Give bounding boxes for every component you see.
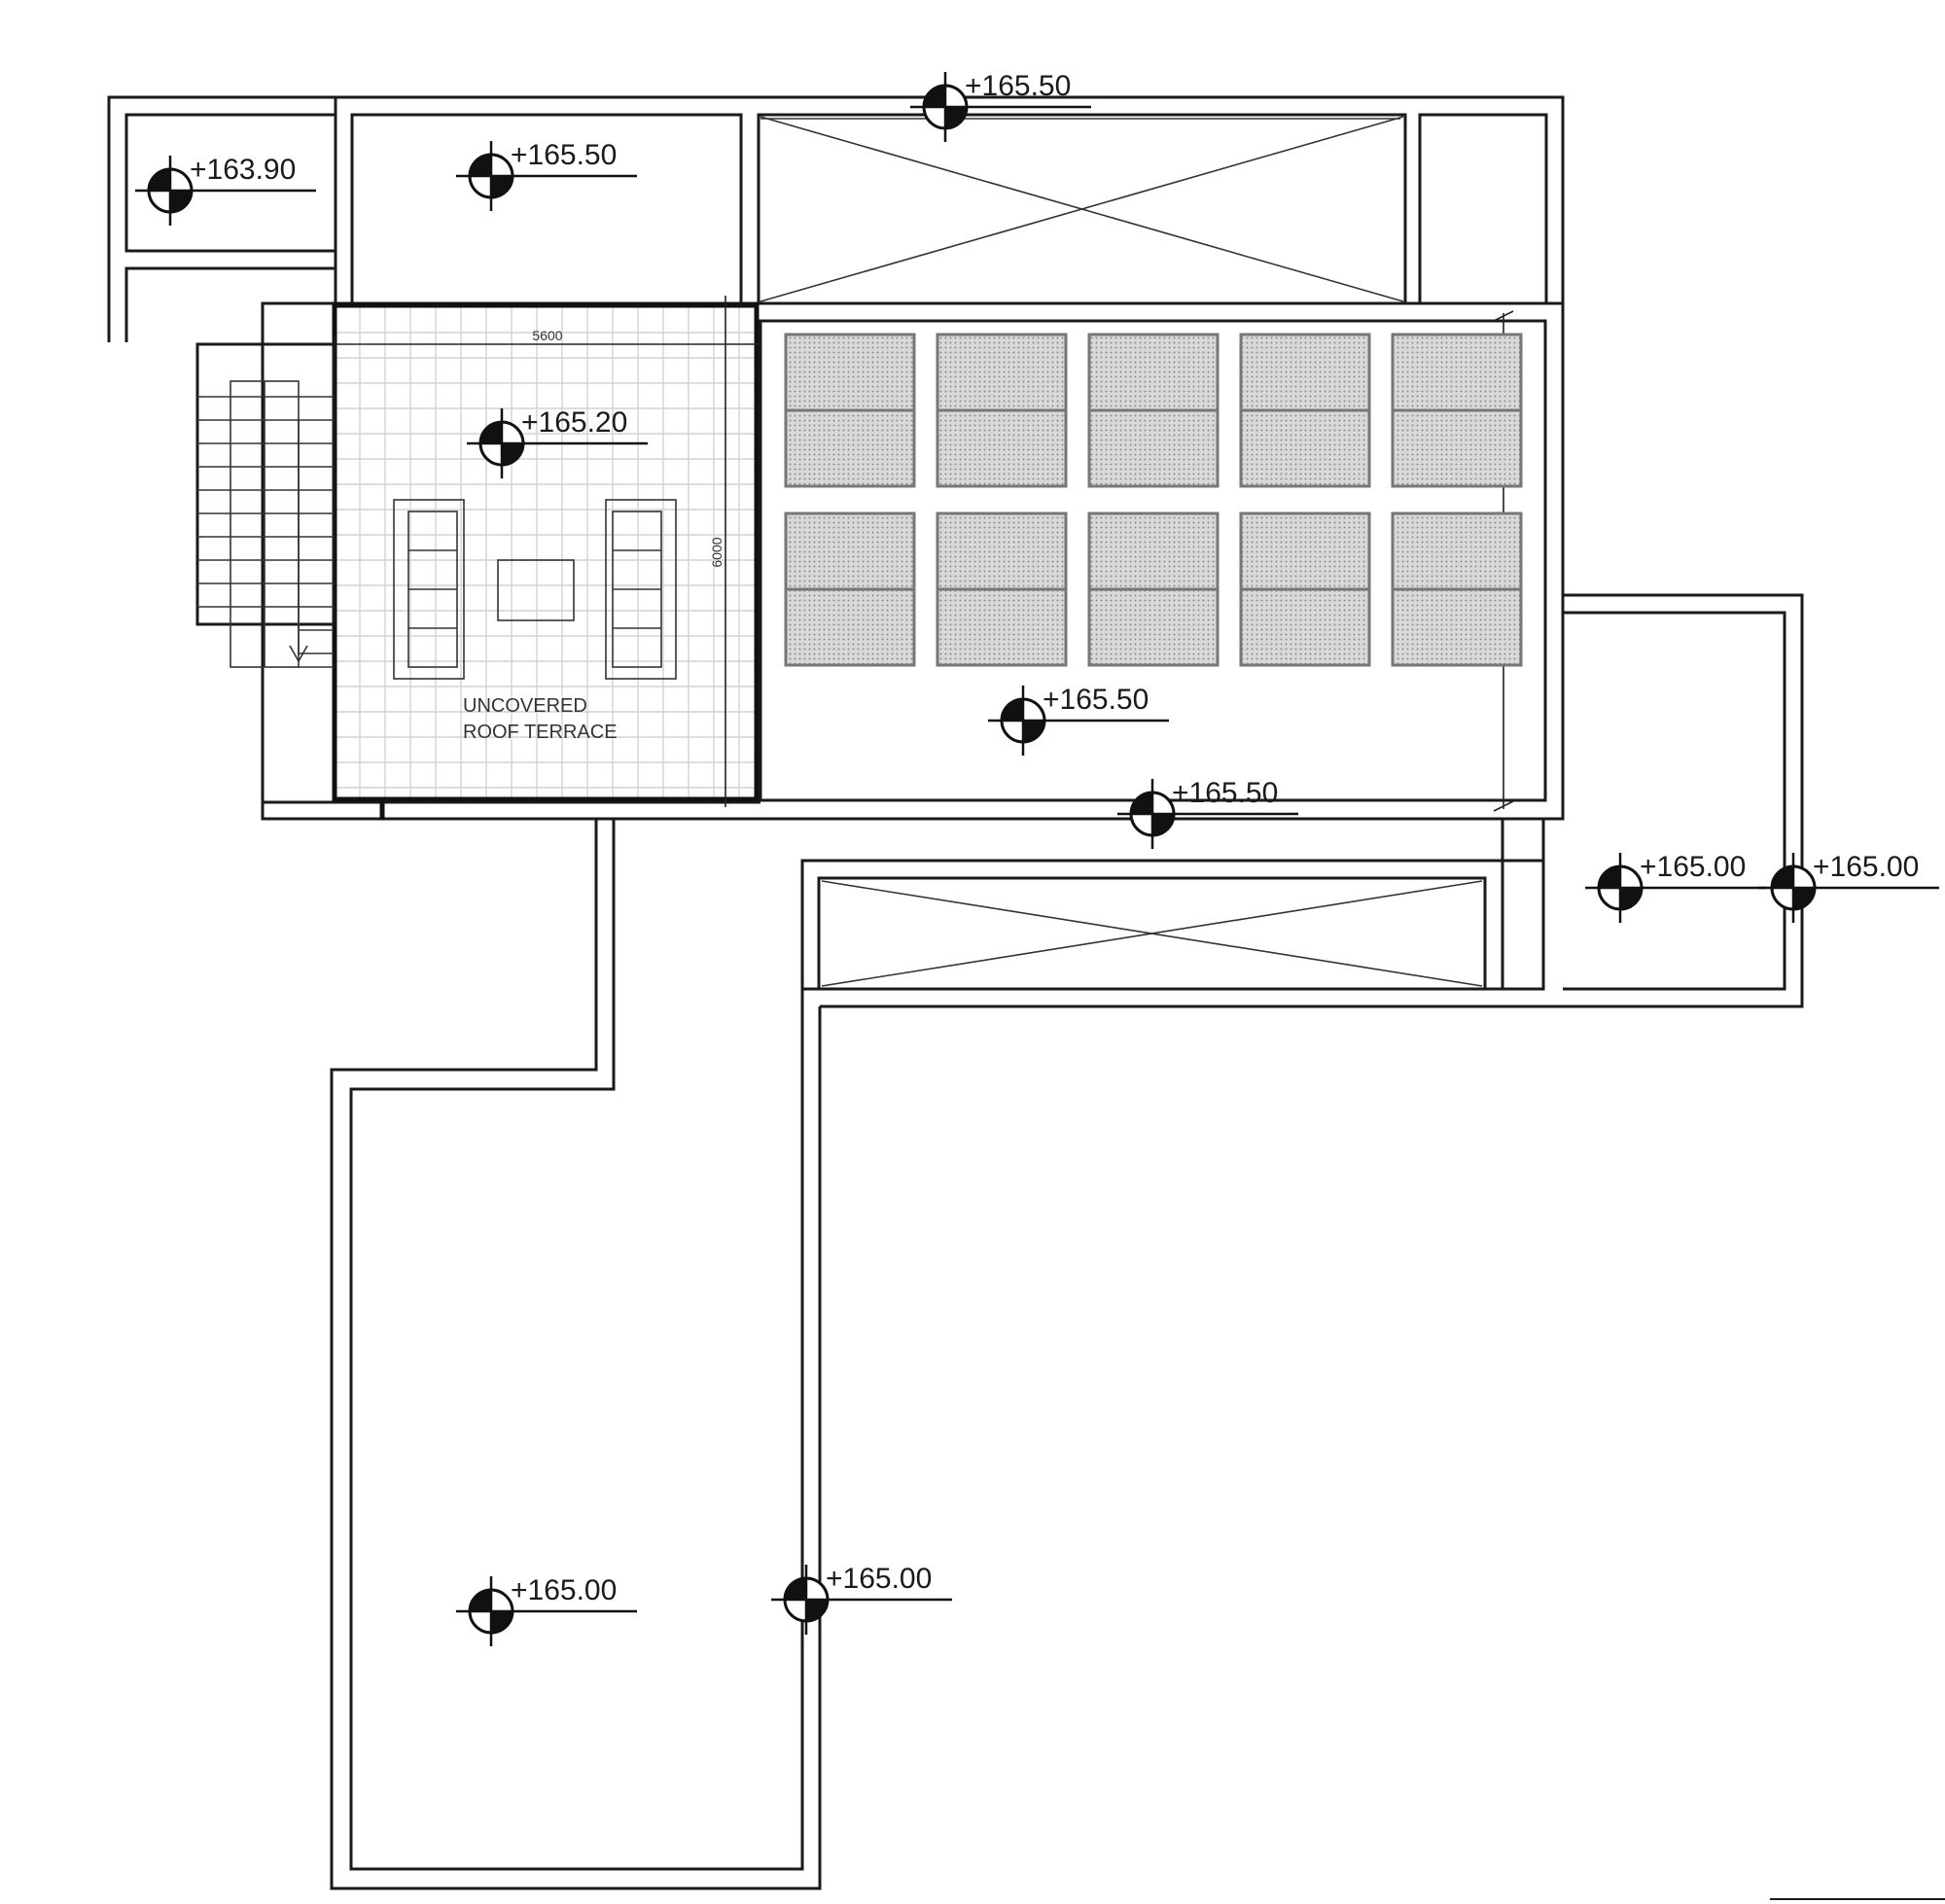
- level-marker: +163.90: [135, 154, 316, 226]
- terrace-label-line1: UNCOVERED: [463, 695, 587, 717]
- level-marker-quadrant: [1152, 814, 1174, 835]
- terrace-coffee-table: [497, 559, 575, 621]
- level-marker-quadrant: [491, 1611, 513, 1633]
- level-marker: +165.50: [456, 139, 637, 211]
- staircase: [195, 342, 336, 668]
- level-marker-quadrant: [1620, 888, 1642, 909]
- level-marker-quadrant: [806, 1600, 828, 1621]
- level-value-label: +165.00: [511, 1574, 617, 1606]
- level-value-label: +165.50: [965, 70, 1071, 102]
- level-value-label: +165.50: [1172, 777, 1278, 809]
- level-marker: +165.00: [456, 1574, 637, 1646]
- level-marker-quadrant: [924, 86, 945, 107]
- level-value-label: +165.00: [1640, 851, 1746, 883]
- level-value-label: +165.00: [1813, 851, 1919, 883]
- solar-panel-array: [784, 333, 1523, 667]
- level-marker-quadrant: [480, 422, 502, 443]
- level-marker-quadrant: [502, 443, 523, 465]
- level-marker-quadrant: [470, 155, 491, 176]
- level-value-label: +163.90: [190, 154, 296, 186]
- level-marker: +165.20: [467, 406, 648, 478]
- terrace-sofa-left: [393, 499, 465, 680]
- level-marker: +165.50: [988, 684, 1169, 756]
- level-marker-quadrant: [1002, 699, 1023, 721]
- level-marker-quadrant: [785, 1578, 806, 1600]
- lower-roof: [330, 820, 822, 1890]
- level-marker: +165.50: [1117, 777, 1298, 849]
- level-marker: +165.00: [771, 1563, 952, 1635]
- terrace-tile-grid: [335, 306, 757, 799]
- level-marker-quadrant: [1131, 793, 1152, 814]
- level-marker-quadrant: [491, 176, 513, 197]
- terrace-sofa-right: [605, 499, 677, 680]
- void-cross-top: [760, 116, 1404, 302]
- dimension-width: 5600: [334, 296, 759, 807]
- level-value-label: +165.50: [511, 139, 617, 171]
- level-marker-quadrant: [945, 107, 967, 128]
- level-value-label: +165.50: [1043, 684, 1149, 716]
- level-marker-quadrant: [1772, 866, 1793, 888]
- level-marker-quadrant: [149, 169, 170, 191]
- level-marker-quadrant: [470, 1590, 491, 1611]
- level-markers: +163.90 +165.50 +165.50 +165.20 +165.50 +165.…: [135, 70, 1939, 1646]
- level-marker-quadrant: [1023, 721, 1044, 742]
- dimension-depth-label: 6000: [709, 537, 725, 567]
- level-marker-quadrant: [1793, 888, 1815, 909]
- level-marker: +165.00: [1758, 851, 1939, 923]
- level-value-label: +165.00: [826, 1563, 932, 1595]
- terrace-label-line2: ROOF TERRACE: [463, 722, 618, 743]
- level-marker-quadrant: [170, 191, 192, 212]
- level-marker: +165.50: [910, 70, 1091, 142]
- right-rooms: [800, 593, 1804, 1008]
- dimension-width-label: 5600: [532, 328, 562, 343]
- level-marker-quadrant: [1599, 866, 1620, 888]
- level-value-label: +165.20: [521, 406, 627, 439]
- level-marker: +165.00: [1585, 851, 1766, 923]
- top-left-room: [107, 95, 337, 342]
